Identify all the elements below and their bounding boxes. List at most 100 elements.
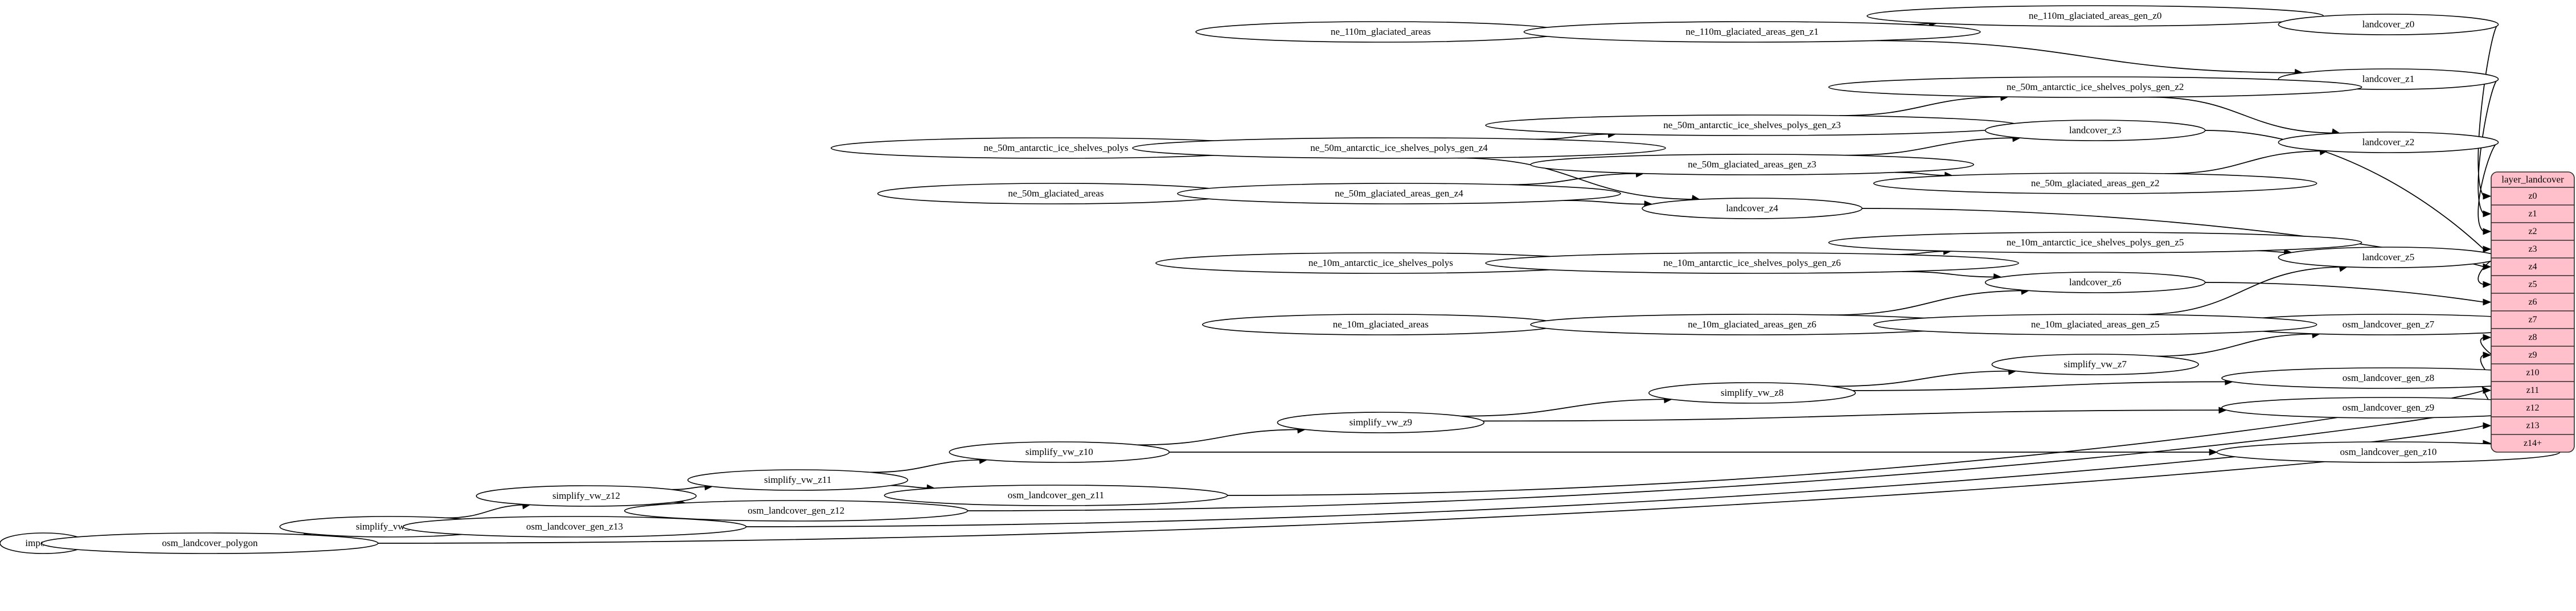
graph-node-ne_50m_glaciated_areas[interactable]: ne_50m_glaciated_areas <box>877 183 1235 204</box>
table-row-z13[interactable]: z13 <box>2526 421 2539 430</box>
edge-arrowhead <box>2483 192 2492 200</box>
node-label: ne_50m_glaciated_areas <box>1008 188 1104 199</box>
graph-node-simplify_vw_z10[interactable]: simplify_vw_z10 <box>949 441 1170 463</box>
table-row-z9[interactable]: z9 <box>2528 350 2537 360</box>
node-shape[interactable] <box>475 485 697 507</box>
graph-node-landcover_z2[interactable]: landcover_z2 <box>2278 132 2499 153</box>
table-row-z2[interactable]: z2 <box>2528 227 2537 236</box>
graph-node-ne_10m_glaciated_areas_gen_z5[interactable]: ne_10m_glaciated_areas_gen_z5 <box>1873 314 2317 335</box>
graph-node-osm_landcover_gen_z13[interactable]: osm_landcover_gen_z13 <box>403 516 747 538</box>
edge-line <box>1839 96 2008 116</box>
graph-edge <box>1831 368 2017 387</box>
node-shape[interactable] <box>403 516 747 538</box>
node-shape[interactable] <box>1873 314 2317 335</box>
graph-node-ne_50m_antarctic_ice_shelves_polys_gen_z4[interactable]: ne_50m_antarctic_ice_shelves_polys_gen_z… <box>1132 137 1666 159</box>
node-label: landcover_z5 <box>2362 252 2415 263</box>
graph-node-landcover_z6[interactable]: landcover_z6 <box>1984 272 2206 293</box>
node-label: ne_50m_glaciated_areas_gen_z4 <box>1335 188 1463 199</box>
node-shape[interactable] <box>1642 198 1863 219</box>
graph-node-simplify_vw_z12[interactable]: simplify_vw_z12 <box>475 485 697 507</box>
node-shape[interactable] <box>1984 120 2206 141</box>
graph-node-osm_landcover_gen_z12[interactable]: osm_landcover_gen_z12 <box>624 500 969 522</box>
graph-edge <box>2156 331 2321 357</box>
graph-node-ne_50m_antarctic_ice_shelves_polys_gen_z2[interactable]: ne_50m_antarctic_ice_shelves_polys_gen_z… <box>1828 76 2362 98</box>
graph-node-simplify_vw_z8[interactable]: simplify_vw_z8 <box>1648 382 1856 404</box>
graph-node-ne_10m_glaciated_areas[interactable]: ne_10m_glaciated_areas <box>1202 314 1560 335</box>
node-shape[interactable] <box>884 485 1228 506</box>
node-label: landcover_z1 <box>2362 73 2415 84</box>
graph-node-ne_50m_glaciated_areas_gen_z2[interactable]: ne_50m_glaciated_areas_gen_z2 <box>1873 173 2317 194</box>
graph-edge <box>446 502 531 519</box>
graph-node-osm_landcover_gen_z8[interactable]: osm_landcover_gen_z8 <box>2221 367 2556 389</box>
graph-edge <box>870 457 988 473</box>
graph-node-simplify_vw_z11[interactable]: simplify_vw_z11 <box>687 469 908 491</box>
graph-node-ne_50m_antarctic_ice_shelves_polys_gen_z3[interactable]: ne_50m_antarctic_ice_shelves_polys_gen_z… <box>1485 114 2019 136</box>
graph-node-landcover_z4[interactable]: landcover_z4 <box>1642 198 1863 219</box>
table-row-z4[interactable]: z4 <box>2528 262 2537 272</box>
edge-arrowhead <box>2483 422 2492 429</box>
table-row-z7[interactable]: z7 <box>2528 315 2537 325</box>
graph-node-simplify_vw_z9[interactable]: simplify_vw_z9 <box>1277 412 1484 433</box>
table-row-z1[interactable]: z1 <box>2528 209 2537 219</box>
graph-edge <box>1461 396 1673 417</box>
node-label: simplify_vw_z10 <box>1026 446 1093 457</box>
graph-edge <box>1902 271 2002 280</box>
edge-line <box>1845 137 2020 156</box>
graph-node-landcover_z5[interactable]: landcover_z5 <box>2278 247 2499 268</box>
table-row-z3[interactable]: z3 <box>2528 244 2537 254</box>
table-row-z5[interactable]: z5 <box>2528 280 2537 289</box>
table-row-z12[interactable]: z12 <box>2526 403 2539 413</box>
node-shape[interactable] <box>1984 272 2206 293</box>
graph-node-landcover_z3[interactable]: landcover_z3 <box>1984 120 2206 141</box>
graph-node-ne_110m_glaciated_areas_gen_z1[interactable]: ne_110m_glaciated_areas_gen_z1 <box>1523 21 1981 43</box>
node-shape[interactable] <box>624 500 969 522</box>
graph-edge <box>2477 142 2499 235</box>
node-shape[interactable] <box>1132 137 1666 159</box>
table-row-z0[interactable]: z0 <box>2528 191 2537 201</box>
graph-node-ne_50m_glaciated_areas_gen_z3[interactable]: ne_50m_glaciated_areas_gen_z3 <box>1530 154 1974 175</box>
node-shape[interactable] <box>1177 183 1621 204</box>
graph-node-ne_10m_antarctic_ice_shelves_polys_gen_z6[interactable]: ne_10m_antarctic_ice_shelves_polys_gen_z… <box>1485 252 2019 274</box>
table-row-z10[interactable]: z10 <box>2526 368 2539 378</box>
graph-node-ne_10m_antarctic_ice_shelves_polys_gen_z5[interactable]: ne_10m_antarctic_ice_shelves_polys_gen_z… <box>1828 232 2362 253</box>
graph-edge <box>2477 24 2499 200</box>
graph-node-ne_50m_glaciated_areas_gen_z4[interactable]: ne_50m_glaciated_areas_gen_z4 <box>1177 183 1621 204</box>
node-shape[interactable] <box>1277 412 1484 433</box>
node-shape[interactable] <box>41 532 379 554</box>
node-shape[interactable] <box>2278 14 2499 35</box>
graph-node-osm_landcover_polygon[interactable]: osm_landcover_polygon <box>41 532 379 554</box>
edge-line <box>1507 173 1644 186</box>
node-shape[interactable] <box>1873 173 2317 194</box>
graph-node-ne_110m_glaciated_areas[interactable]: ne_110m_glaciated_areas <box>1195 21 1566 43</box>
table-row-z11[interactable]: z11 <box>2526 386 2540 395</box>
edge-line <box>1535 133 1616 140</box>
graph-node-landcover_z0[interactable]: landcover_z0 <box>2278 14 2499 35</box>
edge-line <box>1896 251 1951 255</box>
edge-line <box>446 504 530 519</box>
node-shape[interactable] <box>1648 382 1856 404</box>
graph-edge <box>1839 94 2009 116</box>
node-shape[interactable] <box>687 469 908 491</box>
node-shape[interactable] <box>949 441 1170 463</box>
node-label: osm_landcover_gen_z8 <box>2343 372 2434 383</box>
table-row-z8[interactable]: z8 <box>2528 333 2537 342</box>
node-label: landcover_z6 <box>2069 277 2122 288</box>
edge-line <box>1870 40 2303 73</box>
graph-node-osm_landcover_gen_z11[interactable]: osm_landcover_gen_z11 <box>884 485 1228 506</box>
graph-node-osm_landcover_gen_z7[interactable]: osm_landcover_gen_z7 <box>2221 314 2556 335</box>
node-shape[interactable] <box>1828 232 2362 253</box>
graph-node-ne_10m_glaciated_areas_gen_z6[interactable]: ne_10m_glaciated_areas_gen_z6 <box>1530 314 1974 335</box>
table-row-z14+[interactable]: z14+ <box>2524 438 2542 448</box>
edge-arrowhead <box>2483 210 2492 218</box>
node-shape[interactable] <box>1485 252 2019 274</box>
table-row-z6[interactable]: z6 <box>2528 297 2537 307</box>
node-shape[interactable] <box>1991 354 2199 375</box>
node-shape[interactable] <box>2278 132 2499 153</box>
graph-node-simplify_vw_z7[interactable]: simplify_vw_z7 <box>1991 354 2199 375</box>
node-shape[interactable] <box>1828 76 2362 98</box>
node-shape[interactable] <box>1530 154 1974 175</box>
node-label: osm_landcover_gen_z13 <box>526 521 623 532</box>
node-shape[interactable] <box>1523 21 1981 43</box>
edge-line <box>1483 409 2226 422</box>
graph-node-ne_110m_glaciated_areas_gen_z0[interactable]: ne_110m_glaciated_areas_gen_z0 <box>1867 5 2324 27</box>
